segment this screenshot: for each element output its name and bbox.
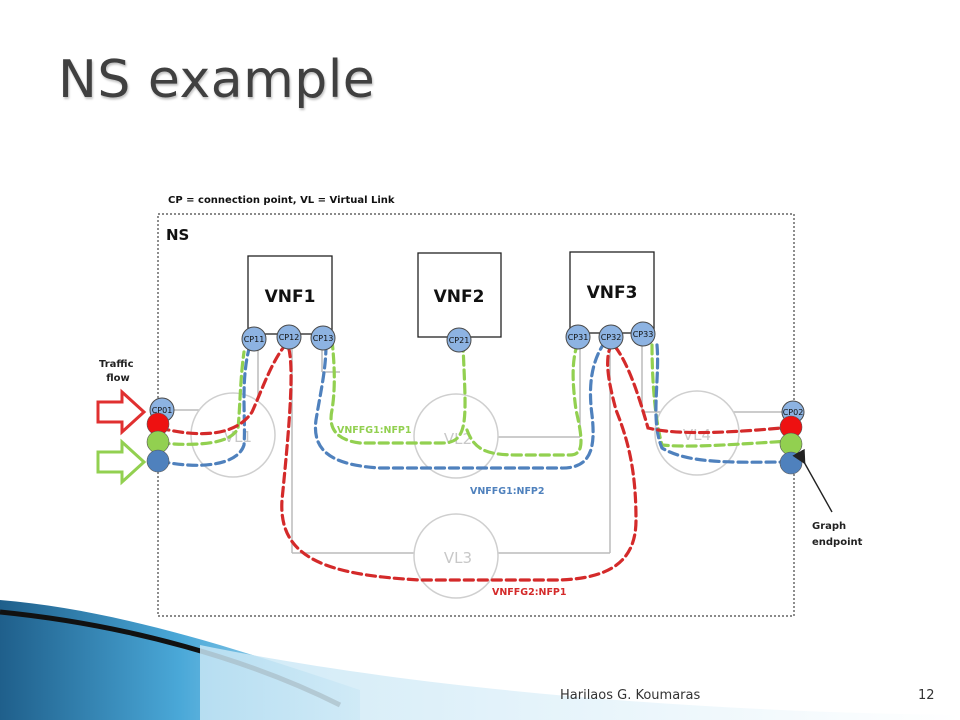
cp02-label: CP02 — [783, 408, 804, 417]
cp31-label: CP31 — [568, 333, 589, 342]
traffic-flow-label: Traffic flow — [99, 359, 137, 384]
traffic-arrow-red — [96, 388, 147, 436]
path-vnffg2-nfp1-red — [158, 340, 794, 582]
vl3-label: VL3 — [444, 549, 472, 567]
cp13-circle — [310, 325, 336, 351]
right-endpoint-blue-dot — [779, 451, 803, 475]
vl3-circle — [413, 513, 499, 599]
cp21-circle — [446, 327, 472, 353]
footer-author: Harilaos G. Koumaras — [560, 688, 701, 703]
traffic-arrow-green — [96, 438, 147, 486]
label-vnffg1-nfp2: VNFFG1:NFP2 — [470, 486, 545, 497]
cp01-label: CP01 — [152, 406, 173, 415]
vl4-label: VL4 — [683, 426, 711, 444]
ns-label: NS — [166, 226, 189, 244]
cp11-label: CP11 — [244, 335, 265, 344]
vnf1-label: VNF1 — [265, 287, 316, 307]
graph-endpoint-arrow — [792, 448, 833, 513]
vnf1-box — [247, 255, 333, 335]
vnf3-box — [569, 251, 655, 334]
label-vnffg2-nfp1: VNFFG2:NFP1 — [492, 587, 567, 598]
cp33-label: CP33 — [633, 330, 654, 339]
cp11-circle — [241, 326, 267, 352]
path-vnffg1-nfp1-green — [158, 338, 792, 457]
page-number: 12 — [918, 688, 935, 703]
path-vnffg1-nfp2-blue — [158, 343, 794, 470]
graph-endpoint-label: Graph endpoint — [812, 521, 863, 548]
cp33-circle — [630, 321, 656, 347]
vnf3-label: VNF3 — [587, 283, 638, 303]
cp32-circle — [598, 324, 624, 350]
cp21-label: CP21 — [449, 336, 470, 345]
cp13-label: CP13 — [313, 334, 334, 343]
vnf2-label: VNF2 — [434, 287, 485, 307]
vl2-circle — [413, 393, 499, 479]
diagram-legend: CP = connection point, VL = Virtual Link — [168, 195, 395, 206]
cp32-label: CP32 — [601, 333, 622, 342]
cp31-circle — [565, 324, 591, 350]
slide-title: NS example — [58, 50, 376, 110]
cp12-label: CP12 — [279, 333, 300, 342]
label-vnffg1-nfp1: VNFFG1:NFP1 — [337, 425, 412, 436]
slide-swoosh-decoration — [0, 600, 960, 720]
left-endpoint-blue-dot — [146, 449, 170, 473]
cp12-circle — [276, 324, 302, 350]
